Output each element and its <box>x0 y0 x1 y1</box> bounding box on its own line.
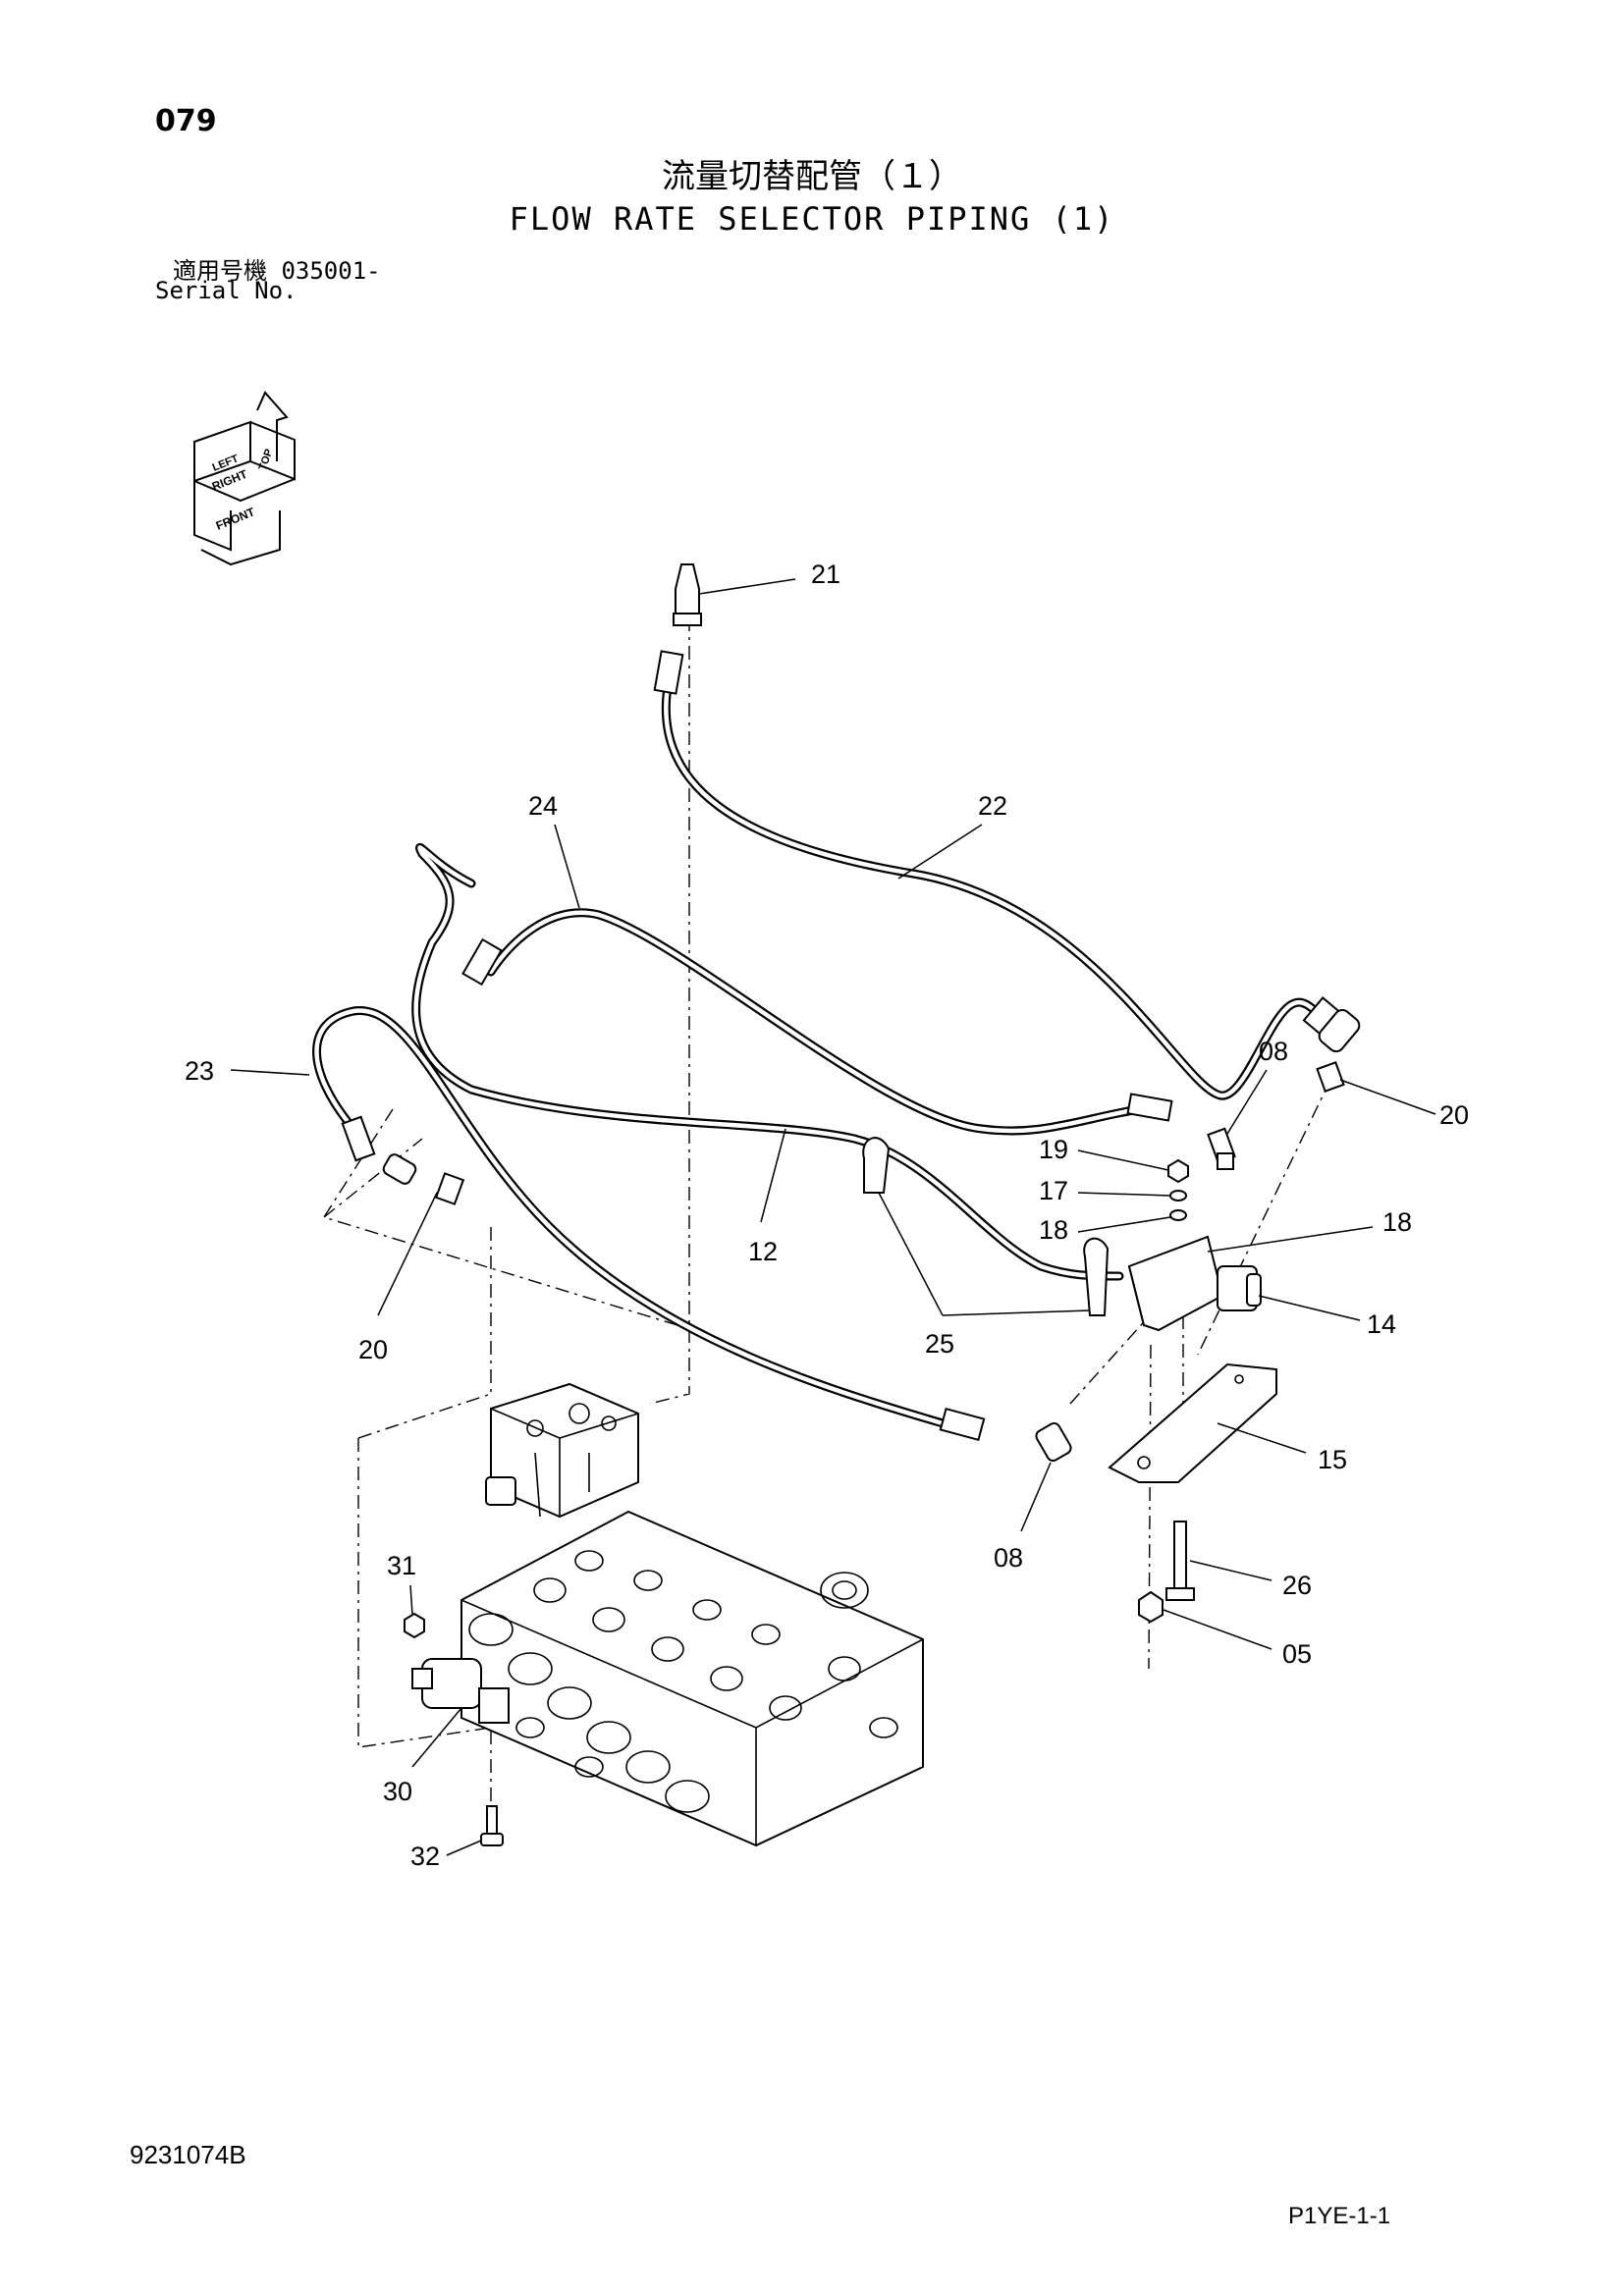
pressure-switch-30 <box>411 1658 510 1724</box>
callout-30: 30 <box>383 1777 412 1806</box>
serial-label-japanese: 適用号機 035001- <box>173 257 381 285</box>
hose-23-end-fitting <box>341 1115 986 1442</box>
callout-22: 22 <box>978 791 1007 821</box>
callout-18-upper: 18 <box>1382 1207 1412 1237</box>
callout-08-upper: 08 <box>1259 1037 1288 1066</box>
callout-leaders <box>230 578 1436 1856</box>
callout-18-lower: 18 <box>1039 1215 1068 1245</box>
hose-23 <box>312 1006 947 1428</box>
page-title-english: FLOW RATE SELECTOR PIPING (1) <box>509 200 1115 238</box>
control-valve-assembly <box>460 1510 924 1847</box>
document-code: 9231074B <box>130 2140 246 2169</box>
bolt-32 <box>480 1805 504 1846</box>
bracket-15 <box>1108 1362 1277 1483</box>
adapter-20-right <box>1316 1061 1345 1093</box>
callout-05: 05 <box>1282 1639 1312 1669</box>
callout-08-lower: 08 <box>994 1543 1023 1573</box>
orientation-icon: RIGHT FRONT LEFT TOP <box>193 391 296 566</box>
elbow-08-upper <box>1207 1127 1236 1170</box>
callout-14: 14 <box>1367 1309 1396 1339</box>
callout-23: 23 <box>185 1056 214 1086</box>
clamp-25 <box>862 1137 1110 1316</box>
callout-19: 19 <box>1039 1135 1068 1164</box>
selector-valve-block <box>485 1382 639 1519</box>
callout-32: 32 <box>410 1842 440 1871</box>
hose-24 <box>486 908 1144 1136</box>
page-title-japanese: 流量切替配管（１） <box>662 157 962 196</box>
callout-24: 24 <box>528 791 558 821</box>
solenoid-valve-14 <box>1127 1235 1262 1332</box>
callout-31: 31 <box>387 1551 416 1580</box>
orientation-label-front: FRONT <box>214 505 257 533</box>
nut-31 <box>404 1612 425 1639</box>
callout-12: 12 <box>748 1237 778 1266</box>
washer-18 <box>1169 1209 1187 1221</box>
page-code: P1YE-1-1 <box>1288 2203 1391 2229</box>
hose-22 <box>661 682 1330 1100</box>
callout-20-left: 20 <box>358 1335 388 1364</box>
callout-26: 26 <box>1282 1571 1312 1600</box>
washer-17 <box>1169 1190 1187 1201</box>
callout-labels: 21 24 22 23 08 20 19 17 18 18 12 14 25 2… <box>185 560 1469 1871</box>
callout-20-right: 20 <box>1439 1100 1469 1130</box>
orientation-label-top: TOP <box>257 448 276 472</box>
harness-12 <box>411 843 1124 1281</box>
hose-24-end-fitting <box>461 937 1173 1122</box>
bolt-05 <box>1138 1590 1164 1624</box>
callout-21: 21 <box>811 560 840 589</box>
assembly-lines <box>322 589 1331 1836</box>
callout-15: 15 <box>1318 1445 1347 1474</box>
callout-25: 25 <box>925 1329 954 1359</box>
hose-22-end-fitting <box>653 650 1361 1053</box>
nut-19 <box>1167 1158 1189 1184</box>
elbow-08-lower <box>1035 1421 1072 1463</box>
page-number: 079 <box>155 104 217 138</box>
plug-21 <box>673 563 702 626</box>
bolt-26 <box>1165 1521 1195 1601</box>
adapter-20-left <box>434 1172 465 1205</box>
callout-17: 17 <box>1039 1176 1068 1205</box>
serial-label-english: Serial No. <box>155 277 298 304</box>
